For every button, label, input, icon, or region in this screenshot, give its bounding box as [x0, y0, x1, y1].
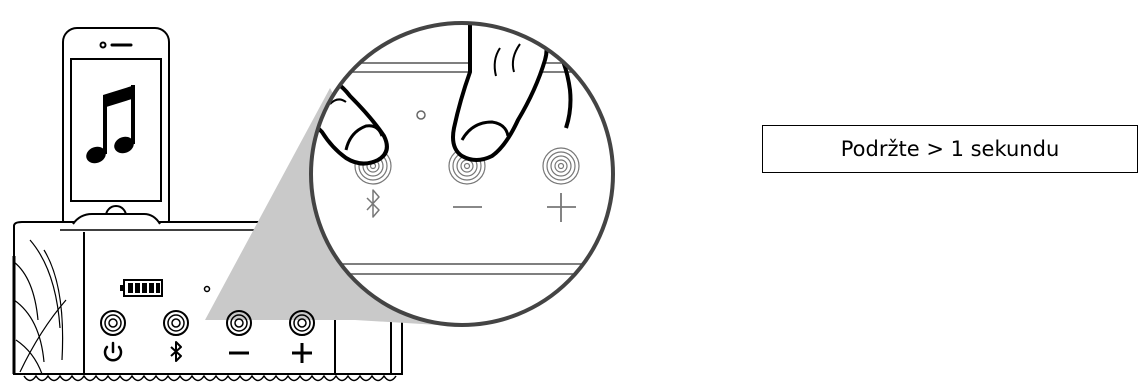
device-button-plus [289, 310, 315, 336]
device-button-power [100, 310, 126, 336]
device-button-minus [226, 310, 252, 336]
instruction-box: Podržte > 1 sekundu [762, 125, 1138, 173]
magnified-led [416, 110, 426, 120]
power-icon [103, 341, 123, 362]
magnified-plus-icon [547, 193, 576, 222]
led-indicator [203, 285, 211, 293]
battery-indicator-icon [120, 279, 163, 297]
magnified-bluetooth-icon [366, 189, 380, 218]
music-note-icon [86, 85, 135, 164]
plus-icon [292, 343, 312, 363]
bluetooth-icon [170, 341, 182, 362]
device-button-bluetooth [163, 310, 189, 336]
smartphone [62, 27, 170, 235]
grille-pattern [13, 239, 67, 375]
magnifier-outline [309, 21, 615, 327]
magnified-button-plus [542, 147, 580, 185]
bottom-feet [23, 374, 397, 382]
instruction-text: Podržte > 1 sekundu [840, 137, 1060, 161]
